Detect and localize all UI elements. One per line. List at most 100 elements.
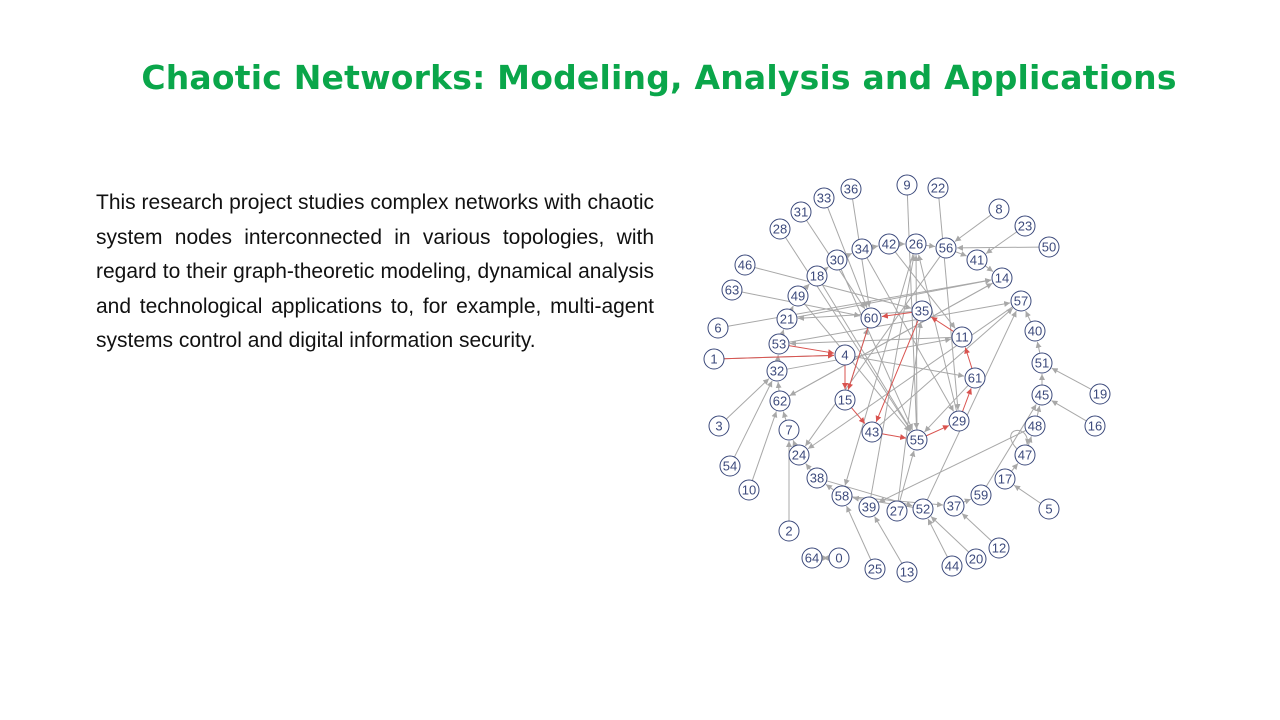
node-circle: [896, 174, 918, 196]
node-20: 20: [965, 548, 987, 570]
node-label: 61: [968, 371, 982, 386]
node-6: 6: [707, 317, 729, 339]
highlight-edge-29-61: [962, 388, 972, 412]
node-38: 38: [806, 467, 828, 489]
node-label: 7: [785, 423, 792, 438]
highlight-edge-43-55: [881, 433, 907, 440]
node-label: 28: [773, 222, 787, 237]
edge-48-39: [878, 429, 1027, 503]
edge-54-32: [733, 380, 773, 458]
edge-16-45: [1051, 400, 1087, 422]
node-circle: [988, 198, 1010, 220]
edge-8-56: [954, 214, 992, 242]
node-16: 16: [1084, 415, 1106, 437]
highlight-edge-53-4: [788, 345, 835, 356]
edge-24-7: [792, 440, 799, 447]
node-label: 27: [890, 504, 904, 519]
node-circle: [994, 468, 1016, 490]
node-label: 56: [939, 241, 953, 256]
edge-51-40: [1035, 341, 1042, 354]
node-label: 64: [805, 551, 819, 566]
node-circle: [991, 267, 1013, 289]
edge-3-32: [725, 378, 770, 420]
node-19: 19: [1089, 383, 1111, 405]
node-circle: [1038, 236, 1060, 258]
node-label: 32: [770, 364, 784, 379]
node-circle: [813, 187, 835, 209]
node-24: 24: [788, 444, 810, 466]
node-50: 50: [1038, 236, 1060, 258]
node-label: 35: [915, 304, 929, 319]
node-label: 62: [773, 394, 787, 409]
highlight-edge-11-35: [930, 316, 954, 332]
node-circle: [1024, 320, 1046, 342]
edge-34-29: [866, 257, 955, 412]
node-35: 35: [911, 300, 933, 322]
node-label: 41: [970, 253, 984, 268]
node-label: 15: [838, 393, 852, 408]
node-30: 30: [826, 249, 848, 271]
node-circle: [988, 537, 1010, 559]
node-circle: [788, 444, 810, 466]
edge-12-37: [961, 513, 993, 542]
edge-6-14: [727, 277, 992, 327]
node-circle: [860, 307, 882, 329]
node-circle: [834, 344, 856, 366]
node-label: 17: [998, 472, 1012, 487]
node-label: 58: [835, 489, 849, 504]
node-circle: [905, 233, 927, 255]
node-label: 48: [1028, 419, 1042, 434]
node-circle: [948, 410, 970, 432]
node-label: 0: [835, 551, 842, 566]
node-37: 37: [943, 495, 965, 517]
node-circle: [778, 520, 800, 542]
node-circle: [828, 547, 850, 569]
node-circle: [826, 249, 848, 271]
node-circle: [943, 495, 965, 517]
node-circle: [1038, 498, 1060, 520]
edge-40-57: [1025, 310, 1032, 323]
node-40: 40: [1024, 320, 1046, 342]
node-label: 22: [931, 181, 945, 196]
edge-46-35: [754, 267, 912, 310]
edge-30-55: [840, 268, 913, 431]
node-label: 21: [780, 312, 794, 327]
node-label: 25: [868, 562, 882, 577]
edge-7-62: [782, 411, 788, 421]
node-29: 29: [948, 410, 970, 432]
node-label: 23: [1018, 219, 1032, 234]
edge-30-34: [845, 252, 853, 259]
node-57: 57: [1010, 290, 1032, 312]
node-circle: [1024, 415, 1046, 437]
node-label: 42: [882, 237, 896, 252]
node-circle: [840, 178, 862, 200]
node-label: 47: [1018, 448, 1032, 463]
node-circle: [801, 547, 823, 569]
edge-39-26: [870, 254, 916, 498]
edge-21-14: [796, 278, 992, 318]
node-label: 14: [995, 271, 1009, 286]
node-label: 8: [995, 202, 1002, 217]
edge-41-14: [984, 265, 994, 272]
node-27: 27: [886, 500, 908, 522]
node-label: 1: [710, 352, 717, 367]
node-circle: [766, 360, 788, 382]
node-label: 45: [1035, 388, 1049, 403]
node-label: 26: [909, 237, 923, 252]
node-circle: [1014, 215, 1036, 237]
node-14: 14: [991, 267, 1013, 289]
node-label: 51: [1035, 356, 1049, 371]
node-label: 59: [974, 488, 988, 503]
node-label: 20: [969, 552, 983, 567]
edge-20-52: [930, 516, 970, 553]
node-59: 59: [970, 484, 992, 506]
edge-28-55: [785, 237, 912, 432]
node-0: 0: [828, 547, 850, 569]
node-label: 10: [742, 483, 756, 498]
node-label: 39: [862, 500, 876, 515]
node-39: 39: [858, 496, 880, 518]
edge-52-57: [926, 310, 1017, 501]
node-circle: [951, 326, 973, 348]
edge-29-26: [917, 254, 958, 412]
node-47: 47: [1014, 444, 1036, 466]
